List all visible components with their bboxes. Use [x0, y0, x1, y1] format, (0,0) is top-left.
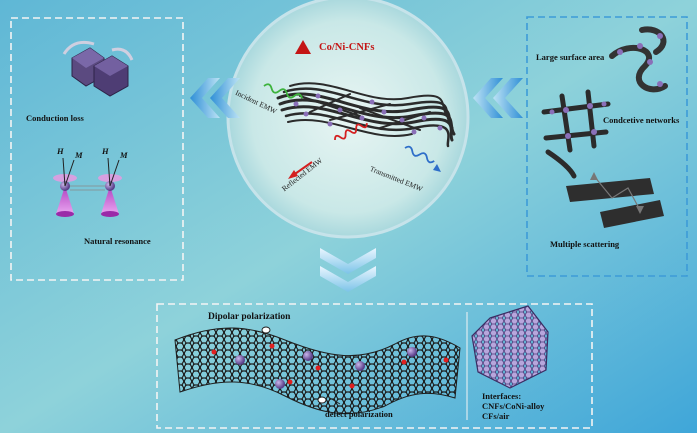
- crystal-icon: [62, 40, 134, 97]
- reflected-arrowhead-icon: [288, 170, 298, 179]
- right-chevron-icon: [473, 78, 523, 118]
- defect-dots: [211, 326, 449, 405]
- cone-particle-dots: [293, 93, 443, 135]
- conductive-network-icon: [541, 89, 611, 179]
- transmitted-wave-icon: [404, 145, 435, 164]
- natural-resonance-label: Natural resonance: [84, 236, 151, 246]
- interfaces-label-3: CFs/air: [482, 411, 510, 421]
- graphene-sheet-icon: [174, 327, 461, 415]
- transmitted-arrowhead-icon: [433, 164, 441, 172]
- center-title: Co/Ni-CNFs: [319, 42, 375, 53]
- down-chevron-icon: [320, 248, 376, 292]
- incident-wave-icon: [263, 83, 303, 99]
- fiber-bundle-icon: [276, 82, 456, 148]
- right-frame: [526, 16, 688, 277]
- left-frame: [10, 17, 184, 281]
- m-label-2: M: [120, 150, 128, 160]
- left-chevron-icon: [190, 78, 240, 118]
- conduction-loss-label: Conduction loss: [26, 113, 84, 123]
- helical-fiber-icon: [609, 26, 668, 93]
- reflected-wave-icon: [334, 123, 368, 141]
- coni-polyhedron-icon: [471, 305, 549, 389]
- bottom-frame: [156, 303, 593, 429]
- h-label-2: H: [102, 146, 109, 156]
- interfaces-label-2: CNFs/CoNi-alloy: [482, 401, 545, 411]
- scattering-label: Multiple scattering: [550, 239, 620, 249]
- triangle-icon: [295, 40, 311, 54]
- defect-label: defect polarization: [325, 409, 393, 419]
- dipolar-label: Dipolar polarization: [208, 312, 291, 322]
- m-label-1: M: [75, 150, 83, 160]
- h-label-1: H: [57, 146, 64, 156]
- scattering-slabs-icon: [566, 172, 664, 228]
- interfaces-label-1: Interfaces:: [482, 391, 522, 401]
- surface-area-label: Large surface area: [536, 52, 605, 62]
- networks-label: Condcetive networks: [603, 115, 680, 125]
- spin-precession-icon: [53, 157, 122, 217]
- network-particle-dots: [549, 101, 607, 139]
